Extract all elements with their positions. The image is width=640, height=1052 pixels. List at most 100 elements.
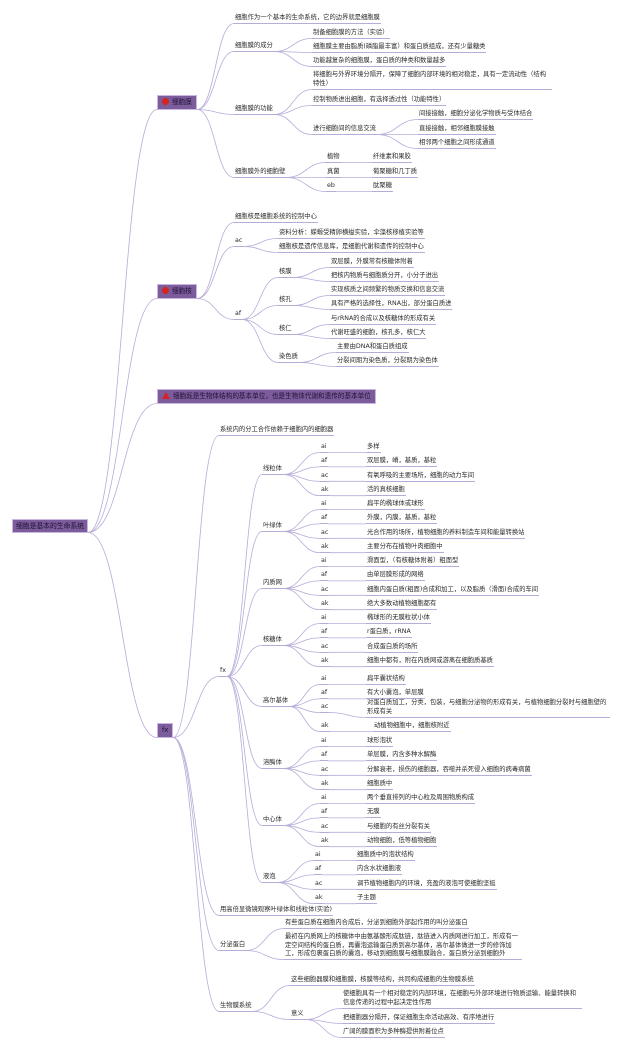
nucleus-af[interactable]: af [234, 310, 243, 320]
organelle-6-value-2[interactable]: 与细胞的有丝分裂有关 [366, 823, 431, 833]
organelle-5-value-1[interactable]: 单层膜，内含多种水解酶 [366, 751, 438, 762]
composition-item-0[interactable]: 制备细胞膜的方法（实验） [312, 29, 390, 39]
organelle-6[interactable]: 中心体 [262, 816, 283, 826]
nuclear-pore-item-0[interactable]: 实现核质之间频繁的物质交换和信息交流 [330, 286, 446, 296]
observe-experiment[interactable]: 用高倍显微镜观察叶绿体和线粒体(实验) [219, 906, 333, 916]
organelle-5-key-3[interactable]: ak [320, 780, 330, 791]
organelle-division[interactable]: 系统内的分工合作依赖于细胞内的细胞器 [219, 426, 335, 436]
meaning-item-0[interactable]: 使细胞具有一个相对稳定的内部环境，在细胞与外部环境进行物质运输、能量转换和信息传… [342, 990, 582, 1009]
nucleus-ac-item-0[interactable]: 资料分析：蝾螈受精卵横缢实验，伞藻核移植实验等 [278, 229, 425, 239]
organelle-2-value-1[interactable]: 由单层膜形成的网络 [366, 571, 425, 582]
biomembrane-definition[interactable]: 这些细胞器膜和细胞膜，核膜等结构，共同构成细胞的生物膜系统 [290, 976, 475, 986]
nucleolus-item-1[interactable]: 代谢旺盛的细胞，核孔多，核仁大 [330, 329, 427, 339]
organelle-7[interactable]: 液泡 [262, 873, 277, 883]
organelle-1-value-3[interactable]: 主要分布在植物叶肉细胞中 [366, 543, 444, 554]
nucleus-part-1[interactable]: 核孔 [278, 296, 293, 306]
organelle-7-value-3[interactable]: 子主题 [356, 894, 377, 905]
organelle-5-key-1[interactable]: af [320, 751, 329, 762]
organelle-3-key-0[interactable]: ai [320, 614, 328, 624]
organelle-2-key-1[interactable]: af [320, 571, 329, 582]
organelle-5-value-2[interactable]: 分解衰老，损伤的细胞器，吞噬并杀死侵入细胞的病毒病菌 [366, 766, 532, 776]
section-nucleus[interactable]: 细胞核 [157, 284, 197, 299]
organelle-0-key-1[interactable]: af [320, 457, 329, 468]
exchange-item-1[interactable]: 直接接触，相邻细胞膜接触 [418, 125, 496, 135]
meaning-item-2[interactable]: 广阔的膜面积为多种酶提供附着位点 [342, 1028, 445, 1038]
nucleus-part-2[interactable]: 核仁 [278, 325, 293, 335]
biomembrane-system[interactable]: 生物膜系统 [219, 1002, 253, 1012]
fx-subtopic[interactable]: fx [219, 667, 227, 677]
organelle-6-value-3[interactable]: 动物细胞，低等植物细胞 [366, 837, 438, 848]
organelle-5-key-0[interactable]: ai [320, 737, 328, 747]
organelle-2-key-0[interactable]: ai [320, 557, 328, 567]
function-item-0[interactable]: 将细胞与外界环境分隔开，保障了细胞内部环境的相对稳定，具有一定流动性（结构特性） [312, 71, 552, 90]
organelle-4-key-2[interactable]: ac [320, 703, 330, 713]
wall-value-2[interactable]: 肽聚糖 [372, 182, 393, 192]
organelle-7-value-1[interactable]: 内含水状细胞液 [356, 865, 403, 876]
function-item-1[interactable]: 控制物质进出细胞，有选择透过性（功能特性） [312, 96, 447, 106]
organelle-1-key-0[interactable]: ai [320, 500, 328, 510]
organelle-3[interactable]: 核糖体 [262, 636, 283, 646]
secretory-item-1[interactable]: 最初在内质网上的核糖体中由氨基酸形成肽链，肽链进入内质网进行加工，形成有一定空间… [284, 933, 522, 960]
organelle-1-key-3[interactable]: ak [320, 543, 330, 554]
exchange-item-0[interactable]: 间接接触，细胞分泌化学物质与受体结合 [418, 110, 534, 120]
organelle-6-key-0[interactable]: ai [320, 794, 328, 804]
section-fx[interactable]: fx [157, 723, 174, 738]
section-basic-unit[interactable]: 细胞既是生物体结构的基本单位，也是生物体代谢和遗传的基本单位 [157, 389, 376, 404]
function-item-2[interactable]: 进行细胞间的信息交流 [312, 125, 377, 135]
organelle-0-value-3[interactable]: 活的真核细胞 [366, 486, 406, 497]
organelle-4-key-0[interactable]: ai [320, 675, 328, 685]
wall-type-2[interactable]: eb [326, 182, 336, 192]
organelle-2-key-2[interactable]: ac [320, 586, 330, 596]
organelle-4-value-1[interactable]: 有大小囊泡，单层膜 [366, 689, 425, 700]
organelle-2-value-0[interactable]: 滑面型，（有核糖体附着）粗面型 [366, 557, 460, 567]
nuclear-membrane-item-1[interactable]: 把核内物质与细胞质分开，小分子进出 [330, 272, 440, 282]
nuclear-membrane-item-0[interactable]: 双层膜，外膜常有核糖体附着 [330, 258, 414, 268]
organelle-7-key-0[interactable]: ai [314, 851, 322, 861]
nuclear-pore-item-1[interactable]: 具有严格的选择性，RNA出，部分蛋白质进 [330, 300, 453, 310]
organelle-1-key-2[interactable]: ac [320, 529, 330, 539]
wall-value-1[interactable]: 葡聚糖和几丁质 [372, 168, 419, 178]
organelle-6-key-1[interactable]: af [320, 808, 329, 819]
membrane-composition[interactable]: 细胞膜的成分 [234, 42, 274, 52]
organelle-6-key-3[interactable]: ak [320, 837, 330, 848]
organelle-5-value-0[interactable]: 球形泡状 [366, 737, 394, 747]
organelle-6-value-0[interactable]: 两个垂直排列的中心粒及周围物质构成 [366, 794, 476, 804]
organelle-1[interactable]: 叶绿体 [262, 522, 283, 532]
organelle-4[interactable]: 高尔基体 [262, 697, 290, 707]
organelle-7-key-1[interactable]: af [314, 865, 323, 876]
secretory-item-0[interactable]: 有些蛋白质在细胞内合成后，分泌到细胞外部起作用的叫分泌蛋白 [284, 919, 469, 929]
organelle-3-value-3[interactable]: 细胞中都有，附在内质网或游离在细胞质基质 [366, 657, 494, 668]
root-topic[interactable]: 细胞是基本的生命系统 [12, 519, 88, 533]
organelle-1-key-1[interactable]: af [320, 514, 329, 525]
composition-item-2[interactable]: 功能越复杂的细胞膜，蛋白质的种类和数量越多 [312, 57, 447, 67]
organelle-4-key-1[interactable]: af [320, 689, 329, 700]
organelle-1-value-1[interactable]: 外膜，内膜，基质，基粒 [366, 514, 438, 525]
organelle-2[interactable]: 内质网 [262, 579, 283, 589]
organelle-0-key-3[interactable]: ak [320, 486, 330, 497]
nucleolus-item-0[interactable]: 与rRNA的合成以及核糖体的形成有关 [330, 315, 437, 325]
chromatin-item-1[interactable]: 分裂间期为染色质，分裂期为染色体 [336, 357, 439, 367]
organelle-4-value-0[interactable]: 扁平囊状结构 [366, 675, 406, 685]
membrane-boundary[interactable]: 细胞作为一个基本的生命系统，它的边界就是细胞膜 [234, 14, 381, 24]
organelle-3-key-3[interactable]: ak [320, 657, 330, 668]
organelle-7-key-3[interactable]: ak [314, 894, 324, 905]
membrane-function[interactable]: 细胞膜的功能 [234, 105, 274, 115]
organelle-7-value-2[interactable]: 调节植物细胞内的环境，充盈的液泡可使细胞坚挺 [356, 880, 497, 890]
organelle-4-value-2[interactable]: 对蛋白质加工，分类，包装，与细胞分泌物的形成有关，与植物细胞分裂时与细胞壁的形成… [366, 699, 610, 718]
organelle-6-value-1[interactable]: 无膜 [366, 808, 381, 819]
organelle-2-value-3[interactable]: 绝大多数动植物细胞都有 [366, 600, 438, 611]
secretory-protein[interactable]: 分泌蛋白 [219, 941, 247, 951]
organelle-2-key-3[interactable]: ak [320, 600, 330, 611]
organelle-0-key-2[interactable]: ac [320, 472, 330, 482]
organelle-4-value-3[interactable]: 动植物细胞中，细胞核附近 [373, 722, 451, 732]
exchange-item-2[interactable]: 相邻两个细胞之间形成通道 [418, 139, 496, 149]
organelle-0-value-0[interactable]: 多样 [366, 443, 381, 453]
organelle-3-value-2[interactable]: 合成蛋白质的场所 [366, 643, 419, 653]
organelle-1-value-2[interactable]: 光合作用的场所，植物细胞的养料制造车间和能量转换站 [366, 529, 526, 539]
organelle-4-key-3[interactable]: ak [320, 722, 330, 732]
organelle-6-key-2[interactable]: ac [320, 823, 330, 833]
section-membrane[interactable]: 细胞膜 [157, 95, 197, 110]
wall-type-0[interactable]: 植物 [326, 153, 341, 163]
organelle-2-value-2[interactable]: 细胞内蛋白质(粗面)合成和加工，以及脂质（滑面)合成的车间 [366, 586, 540, 596]
nucleus-ac[interactable]: ac [234, 237, 244, 247]
